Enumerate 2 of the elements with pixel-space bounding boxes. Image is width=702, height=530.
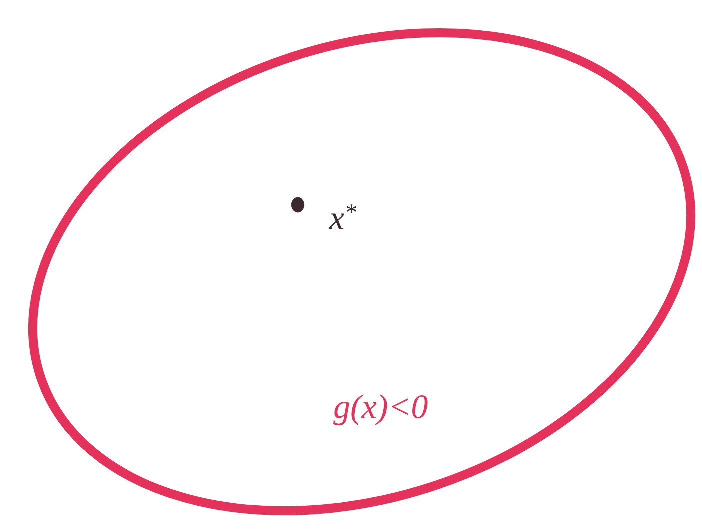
point-label: x$^{*}$ (329, 204, 357, 230)
point-dot (291, 197, 305, 213)
